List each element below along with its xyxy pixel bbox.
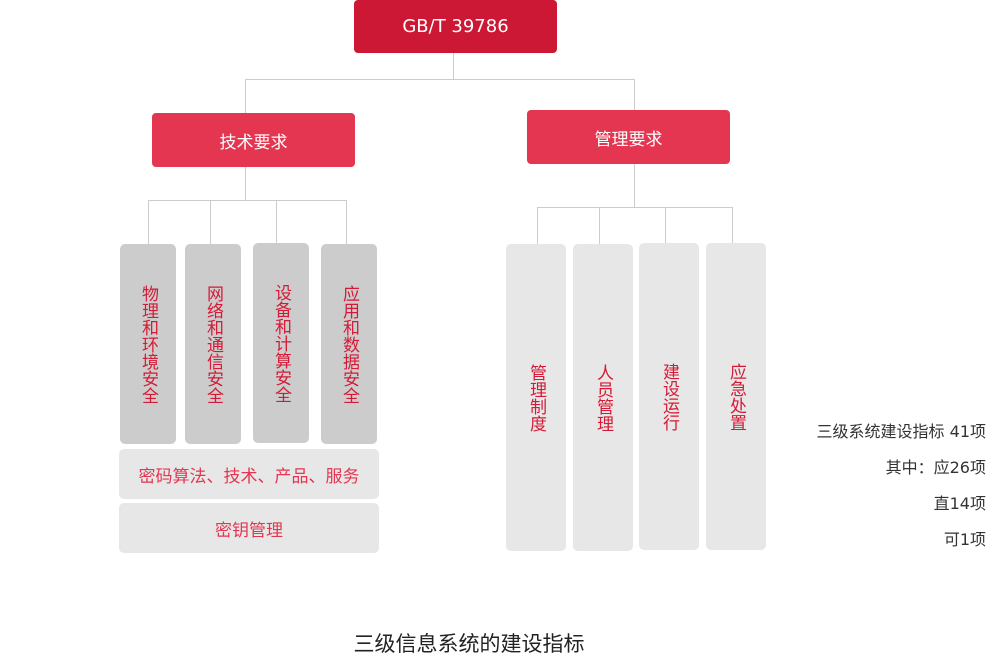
root-node-standard: GB/T 39786 bbox=[354, 0, 557, 53]
mgmt-item-personnel: 人员管理 bbox=[573, 244, 633, 551]
tech-item-label: 应用和数据安全 bbox=[339, 284, 359, 404]
connector-tech-child-2 bbox=[210, 200, 211, 244]
crypto-algorithms-label: 密码算法、技术、产品、服务 bbox=[138, 466, 360, 487]
connector-tech-child-1 bbox=[148, 200, 149, 244]
connector-tech-child-4 bbox=[346, 200, 347, 244]
tech-item-physical-security: 物理和环境安全 bbox=[120, 244, 176, 444]
connector-tech-horizontal bbox=[148, 200, 347, 201]
mgmt-item-operation: 建设运行 bbox=[639, 243, 699, 550]
mgmt-item-label: 管理制度 bbox=[526, 363, 546, 432]
tech-item-label: 网络和通信安全 bbox=[203, 284, 223, 404]
summary-total: 三级系统建设指标 41项 bbox=[816, 422, 986, 441]
tech-item-network-security: 网络和通信安全 bbox=[185, 244, 241, 444]
connector-mgmt-child-4 bbox=[732, 207, 733, 243]
connector-to-tech bbox=[245, 79, 246, 114]
key-management-label: 密钥管理 bbox=[215, 520, 283, 541]
connector-mgmt-child-1 bbox=[537, 207, 538, 244]
diagram-caption: 三级信息系统的建设指标 bbox=[353, 632, 585, 656]
key-management-box: 密钥管理 bbox=[119, 503, 379, 553]
mgmt-item-label: 应急处置 bbox=[726, 362, 746, 431]
connector-root-down bbox=[453, 53, 454, 80]
root-node-label: GB/T 39786 bbox=[402, 16, 509, 37]
connector-mgmt-child-3 bbox=[665, 207, 666, 243]
tech-item-label: 物理和环境安全 bbox=[138, 284, 158, 404]
connector-root-horizontal bbox=[245, 79, 635, 80]
tech-item-application-security: 应用和数据安全 bbox=[321, 244, 377, 444]
mgmt-item-label: 建设运行 bbox=[659, 362, 679, 431]
crypto-algorithms-box: 密码算法、技术、产品、服务 bbox=[119, 449, 379, 499]
branch-node-technical: 技术要求 bbox=[152, 113, 355, 167]
connector-mgmt-horizontal bbox=[537, 207, 733, 208]
connector-mgmt-down bbox=[634, 163, 635, 207]
summary-required: 其中：应26项 bbox=[885, 458, 986, 477]
branch-label-technical: 技术要求 bbox=[219, 132, 288, 153]
mgmt-item-label: 人员管理 bbox=[593, 363, 613, 432]
branch-label-management: 管理要求 bbox=[594, 129, 663, 150]
mgmt-item-emergency: 应急处置 bbox=[706, 243, 766, 550]
mgmt-item-policy: 管理制度 bbox=[506, 244, 566, 551]
connector-tech-down bbox=[245, 166, 246, 200]
connector-to-mgmt bbox=[634, 79, 635, 111]
branch-node-management: 管理要求 bbox=[527, 110, 730, 164]
summary-optional: 可1项 bbox=[943, 530, 986, 549]
connector-tech-child-3 bbox=[276, 200, 277, 243]
summary-should: 直14项 bbox=[933, 494, 986, 513]
connector-mgmt-child-2 bbox=[599, 207, 600, 244]
tech-item-device-security: 设备和计算安全 bbox=[253, 243, 309, 443]
tech-item-label: 设备和计算安全 bbox=[271, 283, 291, 403]
